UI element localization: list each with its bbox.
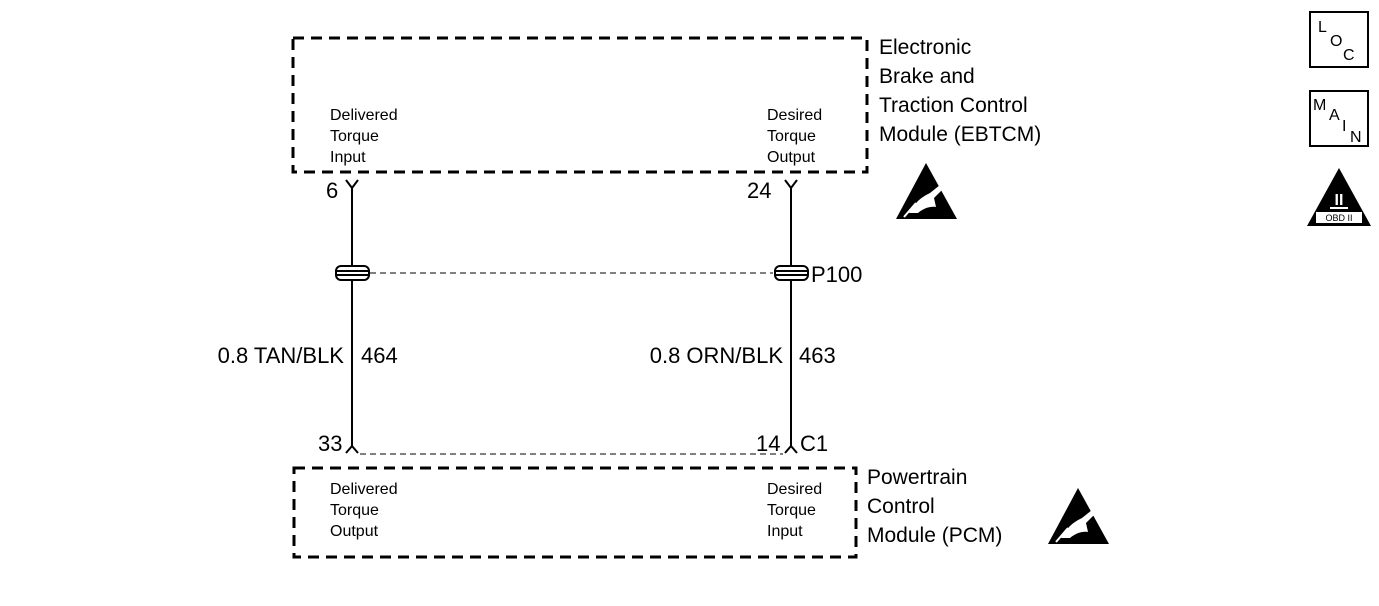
loc-letter: O: [1330, 33, 1342, 50]
connector-label: P100: [811, 262, 862, 287]
label-line: Desired: [767, 481, 822, 498]
ebtcm-right-pin-number: 24: [747, 178, 771, 203]
esd-warning-icon: [1048, 488, 1109, 544]
ebtcm-module-box: [291, 36, 869, 174]
obd-ii-icon[interactable]: II OBD II: [1307, 168, 1371, 226]
pcm-name-line: Module (PCM): [867, 524, 1002, 547]
ebtcm-left-label: Delivered Torque Input: [330, 107, 402, 166]
label-line: Delivered: [330, 107, 398, 124]
esd-warning-icon: [896, 163, 957, 219]
label-line: Output: [767, 149, 816, 166]
label-line: Torque: [330, 128, 379, 145]
main-letter: N: [1350, 129, 1362, 146]
ebtcm-right-label: Desired Torque Output: [767, 107, 827, 166]
pcm-module-box: [292, 466, 858, 559]
label-line: Desired: [767, 107, 822, 124]
pcm-left-pin-terminal: [345, 444, 359, 454]
inline-connector-right: [774, 265, 809, 281]
pcm-left-label: Delivered Torque Output: [330, 481, 402, 540]
ebtcm-name-line: Module (EBTCM): [879, 123, 1041, 146]
label-line: Delivered: [330, 481, 398, 498]
ebtcm-name: Electronic Brake and Traction Control Mo…: [879, 36, 1041, 146]
label-line: Torque: [330, 502, 379, 519]
pcm-connector-id: C1: [800, 431, 828, 456]
inline-connector-left: [335, 265, 370, 281]
pcm-right-label: Desired Torque Input: [767, 481, 827, 540]
ebtcm-name-line: Brake and: [879, 65, 975, 88]
label-line: Output: [330, 523, 379, 540]
obd-roman-numeral: II: [1335, 192, 1344, 209]
loc-letter: L: [1318, 19, 1327, 36]
pcm-name-line: Control: [867, 495, 935, 518]
wire-463-circuit: 463: [799, 343, 836, 368]
label-line: Input: [767, 523, 803, 540]
ebtcm-right-pin-terminal: [784, 179, 798, 190]
main-letter: M: [1313, 97, 1326, 114]
pcm-name: Powertrain Control Module (PCM): [867, 466, 1002, 547]
label-line: Torque: [767, 128, 816, 145]
wire-464-size-color: 0.8 TAN/BLK: [218, 343, 345, 368]
pcm-name-line: Powertrain: [867, 466, 967, 489]
ebtcm-name-line: Electronic: [879, 36, 971, 59]
ebtcm-left-pin-number: 6: [326, 178, 338, 203]
main-letter: A: [1329, 107, 1340, 124]
loc-icon[interactable]: L O C: [1309, 11, 1369, 68]
pcm-right-pin-terminal: [784, 444, 798, 454]
ebtcm-left-pin-terminal: [345, 179, 359, 190]
wire-463-size-color: 0.8 ORN/BLK: [650, 343, 784, 368]
loc-letter: C: [1343, 47, 1355, 64]
obd-caption: OBD II: [1325, 213, 1352, 223]
main-icon[interactable]: M A I N: [1309, 90, 1369, 147]
label-line: Input: [330, 149, 366, 166]
pcm-right-pin-number: 14: [756, 431, 780, 456]
ebtcm-name-line: Traction Control: [879, 94, 1028, 117]
label-line: Torque: [767, 502, 816, 519]
pcm-left-pin-number: 33: [318, 431, 342, 456]
wire-464-circuit: 464: [361, 343, 398, 368]
main-letter: I: [1342, 118, 1346, 135]
